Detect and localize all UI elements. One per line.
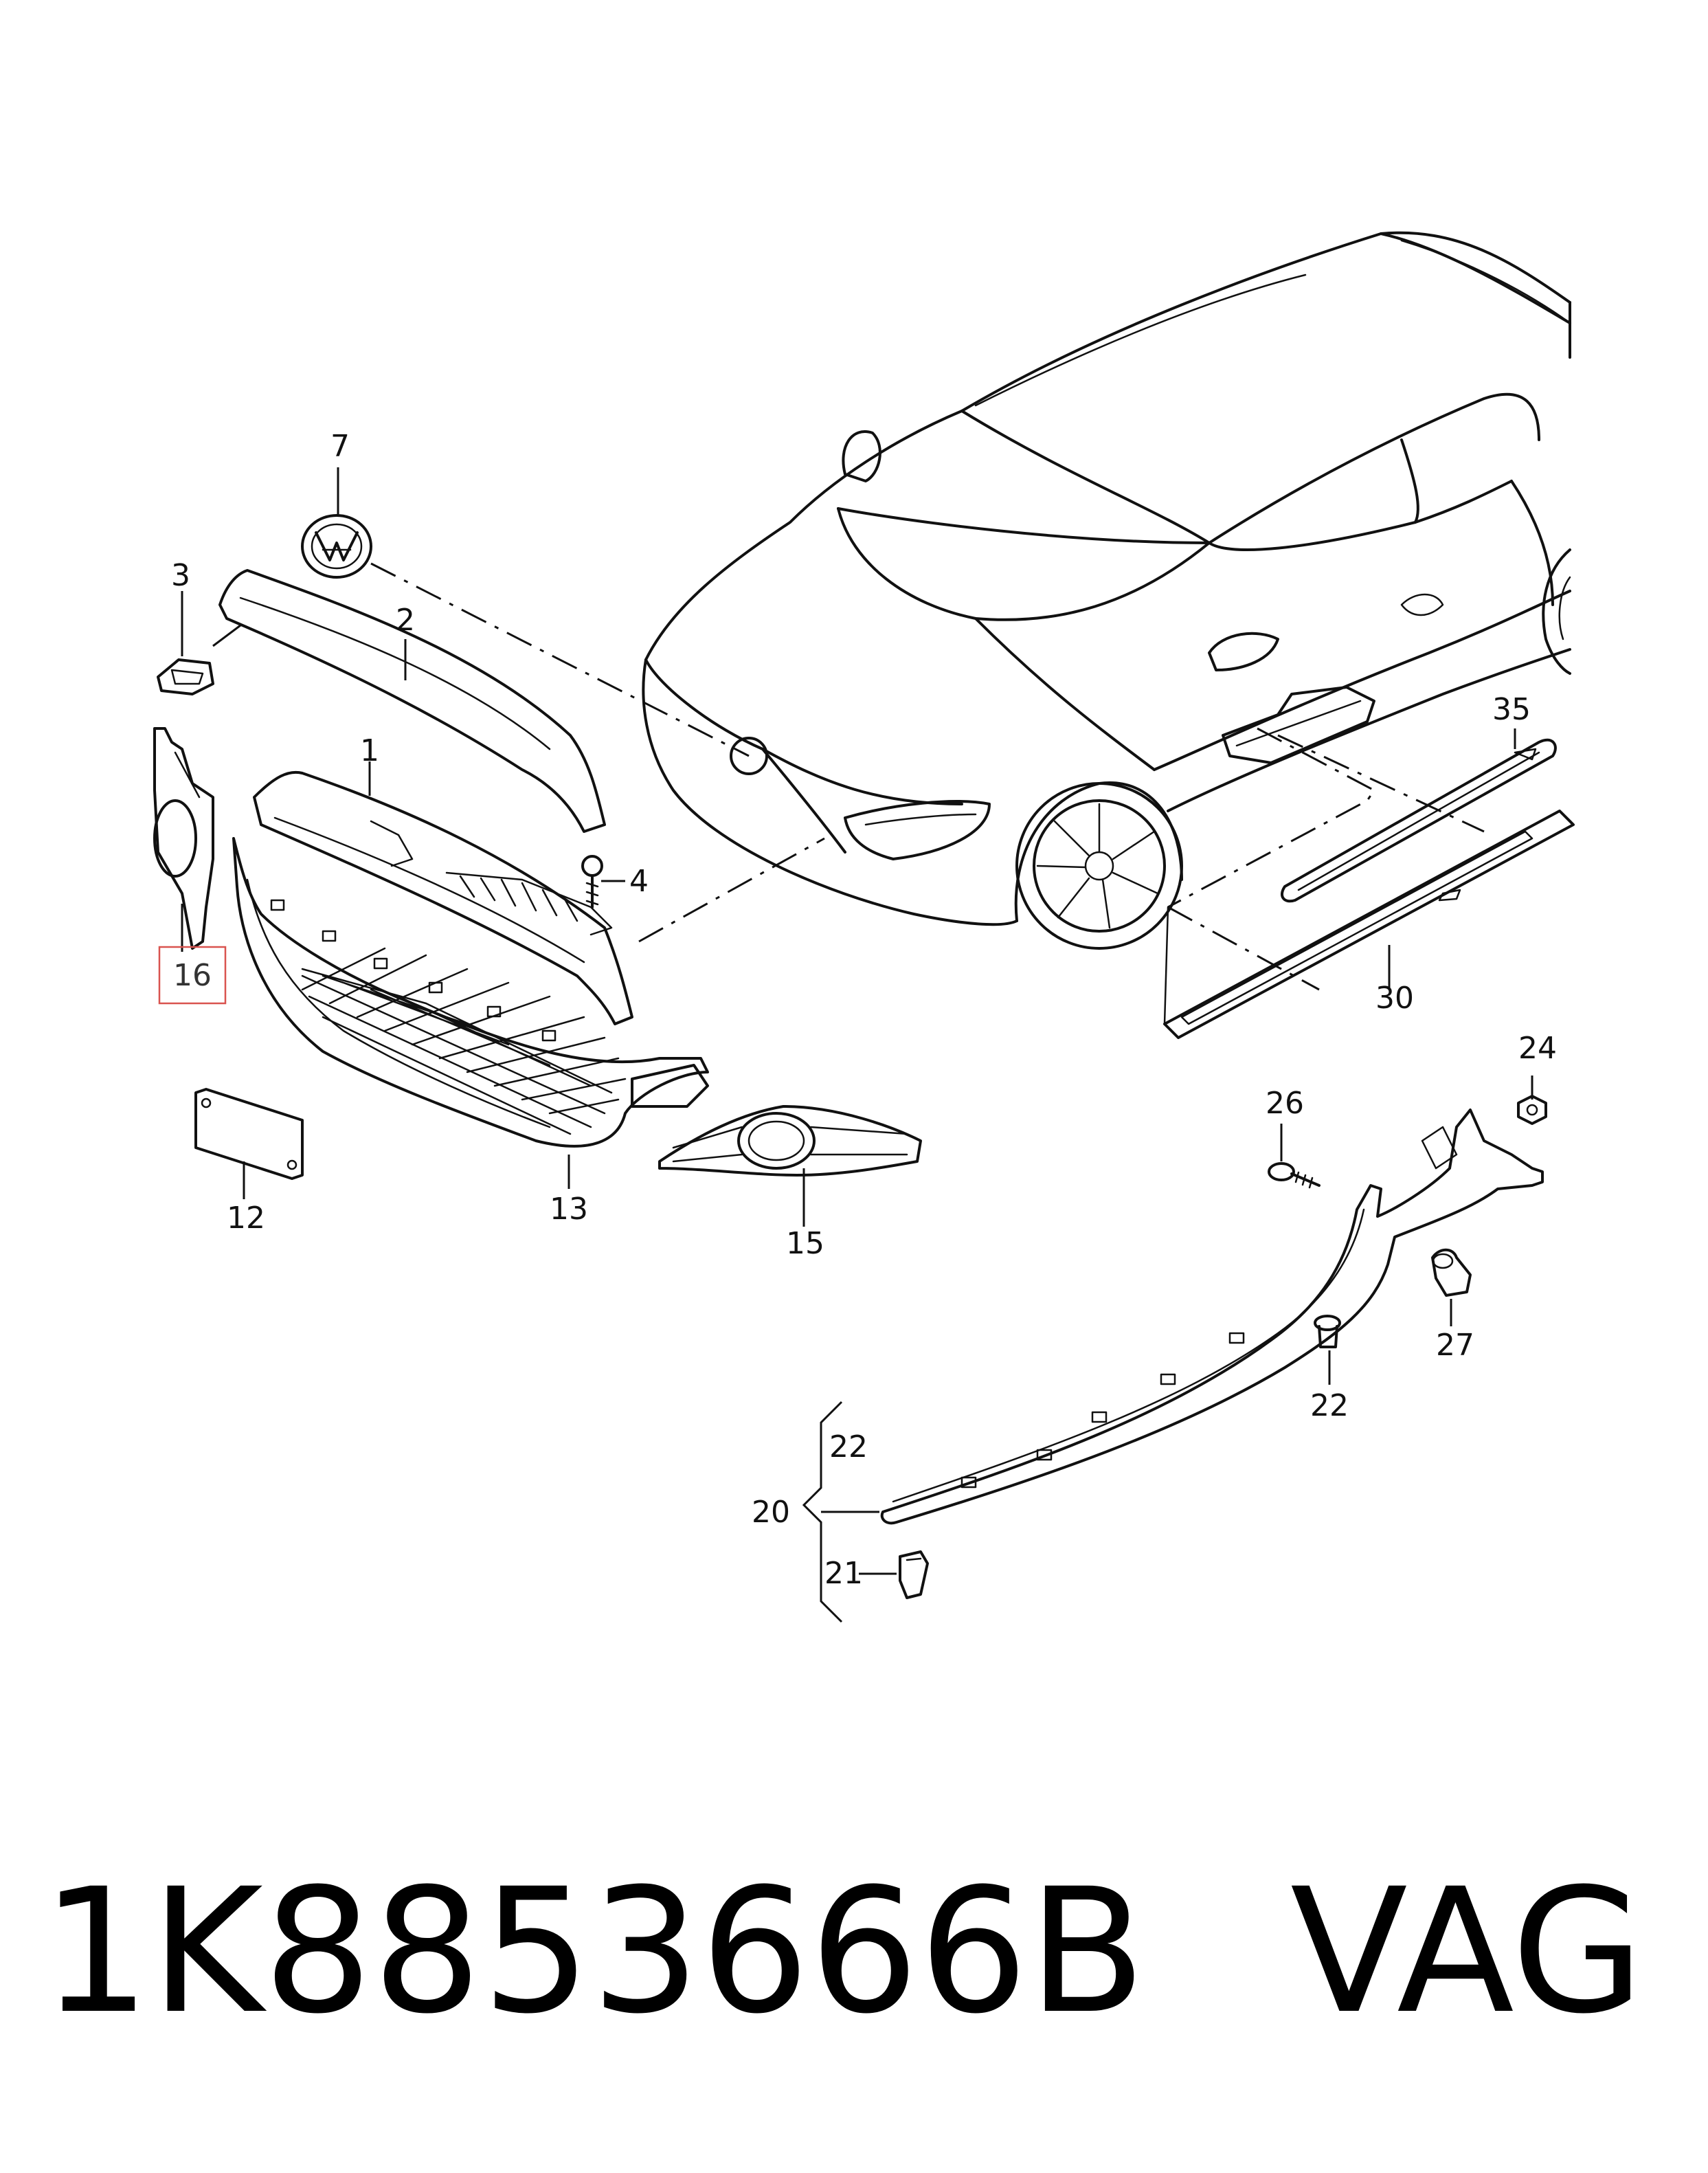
part-number: 1K8853666B: [41, 1851, 1146, 2051]
callout-12: 12: [227, 1201, 265, 1236]
screw-part-4[interactable]: [581, 855, 603, 909]
lower-grille[interactable]: [232, 837, 709, 1148]
small-clip[interactable]: [157, 658, 214, 695]
grille-mesh: [301, 947, 627, 1135]
sill-trim-upper[interactable]: [1281, 738, 1557, 903]
grille-bracket[interactable]: [153, 727, 214, 950]
callout-1: 1: [360, 733, 379, 768]
callout-22-clip: 22: [1310, 1388, 1349, 1423]
car-body-drawing: [642, 231, 1571, 950]
callout-15: 15: [786, 1226, 824, 1261]
callout-27: 27: [1436, 1328, 1474, 1363]
nut-part-24[interactable]: [1517, 1095, 1547, 1125]
clip-part-21[interactable]: [899, 1550, 929, 1599]
callout-22-brace: 22: [829, 1429, 868, 1464]
clip-part-22-upper[interactable]: [1314, 1315, 1341, 1348]
callout-7: 7: [330, 429, 350, 464]
callout-13: 13: [550, 1192, 588, 1227]
callout-35: 35: [1492, 692, 1531, 727]
callout-26: 26: [1266, 1086, 1304, 1121]
callout-numbers: 7 3 2 1 4 16 12 13 15 35 30 24 26 27 22 …: [171, 429, 1557, 1591]
upper-grille-trim[interactable]: [218, 569, 606, 833]
screw-part-26[interactable]: [1268, 1162, 1321, 1189]
brace-20: [802, 1401, 843, 1623]
callout-30: 30: [1375, 981, 1414, 1016]
clip-part-27[interactable]: [1431, 1248, 1472, 1297]
callout-2: 2: [396, 603, 415, 638]
fog-light-grille[interactable]: [658, 1105, 922, 1177]
plate-holder[interactable]: [194, 1088, 304, 1180]
assembly-lines: [370, 562, 1485, 991]
highlight-box-16: [158, 946, 227, 1005]
sill-trim-lower[interactable]: [1163, 810, 1575, 1039]
callout-4: 4: [629, 864, 649, 899]
callout-16: 16: [173, 958, 212, 993]
callout-21: 21: [824, 1556, 863, 1591]
side-skirt[interactable]: [880, 1108, 1544, 1525]
vw-emblem[interactable]: [301, 514, 372, 579]
part-caption: 1K8853666B VAG: [41, 1849, 1690, 2055]
callout-3: 3: [171, 558, 190, 593]
leader-lines: [181, 467, 1533, 1575]
inner-sill-bracket[interactable]: [1222, 686, 1375, 764]
callout-20: 20: [752, 1495, 790, 1530]
callout-24: 24: [1518, 1031, 1557, 1066]
brand-name: VAG: [1290, 1851, 1645, 2051]
